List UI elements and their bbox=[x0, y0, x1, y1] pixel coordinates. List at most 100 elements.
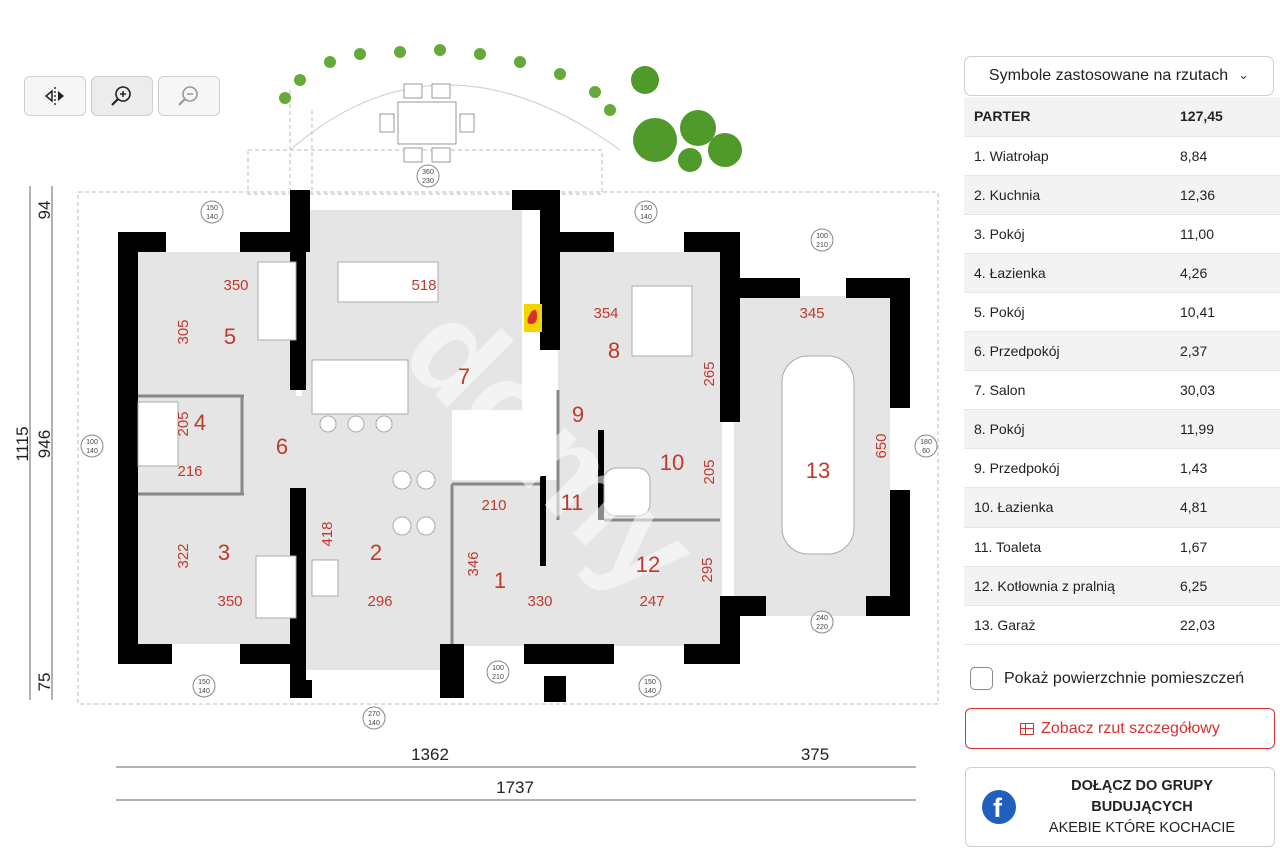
symbols-dropdown[interactable]: Symbole zastosowane na rzutach ⌄ bbox=[964, 56, 1274, 96]
window-height: 140 bbox=[86, 448, 98, 455]
room-area: 6,25 bbox=[1174, 566, 1280, 606]
room-name: 1. Wiatrołap bbox=[964, 136, 1174, 176]
room-name: 11. Toaleta bbox=[964, 527, 1174, 567]
dim-label: 216 bbox=[177, 463, 202, 480]
zoom-out-icon bbox=[178, 86, 198, 106]
room-area: 8,84 bbox=[1174, 136, 1280, 176]
window-height: 230 bbox=[422, 178, 434, 185]
facebook-title-line1: DOŁĄCZ DO GRUPY bbox=[1071, 777, 1213, 794]
room-number-8: 8 bbox=[608, 338, 620, 363]
dim-label: 650 bbox=[873, 433, 890, 458]
dim-label: 75 bbox=[35, 673, 54, 692]
dim-label: 518 bbox=[411, 277, 436, 294]
window-height: 140 bbox=[198, 688, 210, 695]
room-number-10: 10 bbox=[660, 450, 684, 475]
room-number-7: 7 bbox=[458, 364, 470, 389]
show-areas-option[interactable]: Pokaż powierzchnie pomieszczeń bbox=[970, 667, 1244, 690]
dim-label: 205 bbox=[701, 459, 718, 484]
room-area: 2,37 bbox=[1174, 331, 1280, 372]
mirror-plan-button[interactable] bbox=[24, 76, 86, 116]
window-width: 360 bbox=[422, 169, 434, 176]
dim-label: 350 bbox=[217, 593, 242, 610]
dim-label: 295 bbox=[699, 557, 716, 582]
room-name: 13. Garaż bbox=[964, 605, 1174, 645]
window-height: 210 bbox=[492, 674, 504, 681]
floor-plan-drawing: domy 5 4 3 6 2 7 8 9 10 11 1 12 13 350 5… bbox=[13, 44, 939, 801]
room-name: 4. Łazienka bbox=[964, 253, 1174, 293]
room-number-11: 11 bbox=[561, 490, 584, 515]
dim-label: 305 bbox=[175, 319, 192, 344]
room-number-1: 1 bbox=[494, 568, 506, 593]
room-name: 9. Przedpokój bbox=[964, 448, 1174, 489]
facebook-group-banner[interactable]: f DOŁĄCZ DO GRUPY BUDUJĄCYCH AKEBIE KTÓR… bbox=[965, 767, 1275, 847]
room-name: 12. Kotłownia z pralnią bbox=[964, 566, 1174, 606]
table-header-row: PARTER 127,45 bbox=[964, 97, 1280, 137]
floor-plan[interactable]: domy 5 4 3 6 2 7 8 9 10 11 1 12 13 350 5… bbox=[0, 40, 955, 864]
window-width: 100 bbox=[492, 665, 504, 672]
room-area: 10,41 bbox=[1174, 292, 1280, 333]
dim-label: 296 bbox=[367, 593, 392, 610]
window-width: 150 bbox=[644, 679, 656, 686]
room-number-6: 6 bbox=[276, 434, 288, 459]
dim-label: 94 bbox=[35, 201, 54, 220]
room-area: 1,67 bbox=[1174, 527, 1280, 567]
floor-area: 127,45 bbox=[1174, 97, 1280, 137]
room-name: 8. Pokój bbox=[964, 409, 1174, 450]
window-height: 220 bbox=[816, 624, 828, 631]
room-area: 12,36 bbox=[1174, 175, 1280, 215]
show-areas-checkbox[interactable] bbox=[970, 667, 993, 690]
dim-label: 350 bbox=[223, 277, 248, 294]
zoom-in-button[interactable] bbox=[91, 76, 153, 116]
chevron-down-icon: ⌄ bbox=[1238, 67, 1250, 82]
floor-name: PARTER bbox=[964, 97, 1174, 137]
window-height: 140 bbox=[644, 688, 656, 695]
window-width: 150 bbox=[640, 205, 652, 212]
dim-label: 247 bbox=[639, 593, 664, 610]
room-number-9: 9 bbox=[572, 402, 584, 427]
room-number-4: 4 bbox=[194, 410, 206, 435]
dim-label: 346 bbox=[465, 551, 482, 576]
symbols-dropdown-label: Symbole zastosowane na rzutach bbox=[988, 67, 1229, 84]
window-width: 270 bbox=[368, 711, 380, 718]
detailed-plan-button[interactable]: Zobacz rzut szczegółowy bbox=[965, 708, 1275, 749]
window-width: 150 bbox=[206, 205, 218, 212]
room-area: 11,00 bbox=[1174, 214, 1280, 254]
room-number-13: 13 bbox=[806, 458, 830, 483]
dim-label: 205 bbox=[175, 411, 192, 436]
dim-label: 1737 bbox=[496, 778, 534, 797]
facebook-title-line2: BUDUJĄCYCH bbox=[1091, 798, 1193, 815]
window-height: 140 bbox=[368, 720, 380, 727]
window-width: 100 bbox=[86, 439, 98, 446]
dim-label: 354 bbox=[593, 305, 618, 322]
room-name: 2. Kuchnia bbox=[964, 175, 1174, 215]
room-area: 4,26 bbox=[1174, 253, 1280, 293]
window-width: 240 bbox=[816, 615, 828, 622]
room-number-5: 5 bbox=[224, 324, 236, 349]
window-height: 60 bbox=[922, 448, 930, 455]
zoom-out-button[interactable] bbox=[158, 76, 220, 116]
window-height: 210 bbox=[816, 242, 828, 249]
room-number-12: 12 bbox=[636, 552, 660, 577]
window-width: 150 bbox=[198, 679, 210, 686]
dim-label: 1115 bbox=[13, 426, 32, 461]
room-name: 5. Pokój bbox=[964, 292, 1174, 333]
dim-label: 345 bbox=[799, 305, 824, 322]
room-area: 11,99 bbox=[1174, 409, 1280, 450]
room-name: 3. Pokój bbox=[964, 214, 1174, 254]
dim-label: 418 bbox=[319, 521, 336, 546]
plan-grid-icon bbox=[1020, 722, 1035, 735]
window-width: 180 bbox=[920, 439, 932, 446]
dim-label: 330 bbox=[527, 593, 552, 610]
